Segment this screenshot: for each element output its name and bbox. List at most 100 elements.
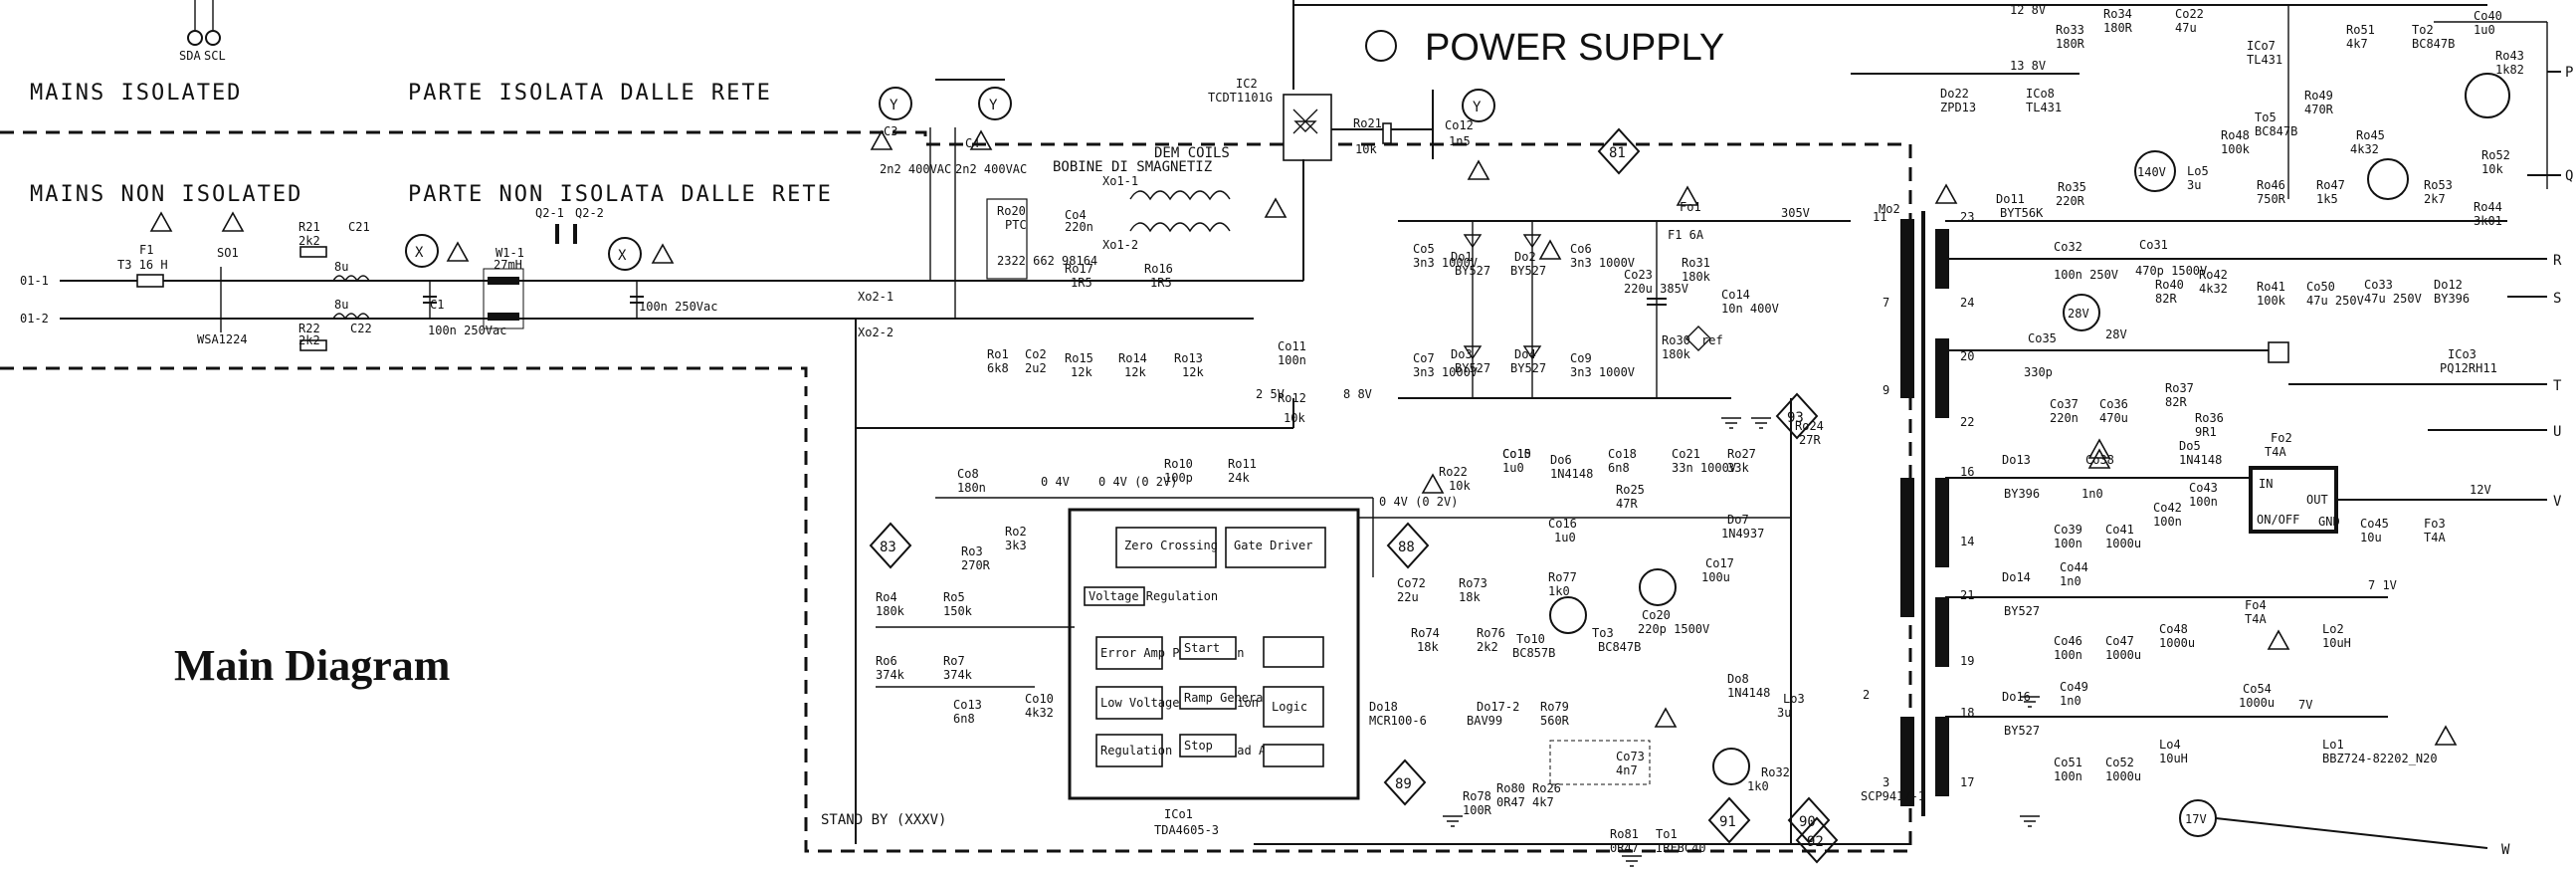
ref-xo1-2: Xo1-2: [1102, 238, 1138, 252]
label-mains-isolated: MAINS ISOLATED: [30, 81, 242, 106]
node-91: 91: [1719, 814, 1736, 830]
ref-ico7: Ro49: [2304, 89, 2333, 103]
label-bobine: BOBINE DI SMAGNETIZ: [1053, 159, 1212, 175]
ref-c1: C1: [430, 298, 444, 312]
ref-c21: C21: [348, 220, 370, 234]
val-co44: 100n: [2054, 648, 2082, 662]
ref-co46: Co47: [2105, 634, 2134, 648]
val-co39: 1000u: [2105, 537, 2141, 550]
label-parte-isolata: PARTE ISOLATA DALLE RETE: [408, 81, 772, 106]
val-ro15: 12k: [1071, 365, 1092, 379]
reg-pin-out: OUT: [2306, 493, 2328, 507]
val-ro77: BC847B: [1598, 640, 1641, 654]
ref-co20: Co17: [1705, 556, 1734, 570]
ref-co13: Co13: [953, 698, 982, 712]
tx-pin-11: 11: [1873, 210, 1886, 224]
ref-ro52: Ro44: [2474, 200, 2502, 214]
volt-305v: 305V: [1781, 206, 1810, 220]
ref-ro44: Lo5: [2187, 164, 2209, 178]
tx-pin-24: 24: [1960, 296, 1974, 310]
ref-co43: Co45: [2360, 517, 2389, 531]
val-ro44: 3u: [2187, 178, 2201, 192]
ref-ro43: ICo7: [2247, 39, 2276, 53]
ref-ro21: Ro21: [1353, 116, 1382, 130]
ref-ro74: Ro76: [1477, 626, 1505, 640]
val-ro78: 0R47: [1496, 795, 1525, 809]
ref-so1: SO1: [217, 246, 239, 260]
val-co22: ZPD13: [1940, 101, 1976, 114]
ref-co11: Co11: [1278, 339, 1306, 353]
ref-ro25: Ro25: [1616, 483, 1645, 497]
val-ro22: 1u0: [1554, 531, 1576, 544]
volt-0-4v-0-2v: 0 4V (0 2V): [1379, 495, 1458, 509]
ref-co37: Co36: [2099, 397, 2128, 411]
val-co9: 3n3 1000V: [1570, 365, 1635, 379]
marker-circles: X X Y Y Y 140V 28V 17V: [405, 87, 2217, 837]
ground-symbols: [1443, 417, 2040, 867]
ref-co38: Co39: [2054, 523, 2082, 537]
ref-ro41: Co50: [2306, 280, 2335, 294]
val-co43: 10u: [2360, 531, 2382, 544]
val-do6: 1N4148: [1550, 467, 1593, 481]
ref-do8: Lo3: [1783, 692, 1805, 706]
output-w: W: [2501, 842, 2510, 858]
val-ico8: 1u0: [2474, 23, 2495, 37]
warning-icon: [1421, 473, 1445, 494]
ref-ro12: Ro12: [1278, 391, 1306, 405]
val-ro2: 3k3: [1005, 539, 1027, 552]
val-co52: 10uH: [2159, 752, 2188, 765]
ref-do7: Do7: [1727, 513, 1749, 527]
val-co41: 100n: [2153, 515, 2182, 529]
val-co18: 6n8: [1608, 461, 1630, 475]
circle-x-2: X: [618, 248, 627, 264]
warning-icon: [1264, 197, 1288, 218]
val-fo4: BY527: [2004, 724, 2040, 738]
val-fo3: BY527: [2004, 604, 2040, 618]
ref-lo4: Co54: [2243, 682, 2272, 696]
ref-do13: Co38: [2085, 453, 2114, 467]
feedback-circuit: 12 8V 13 8V Ro33 180R Ro34 180R Co22 47u…: [1851, 3, 2548, 228]
val-ro23: 10k: [1449, 479, 1471, 493]
ref-co39: Co41: [2105, 523, 2134, 537]
ref-do4: Do4: [1514, 347, 1536, 361]
ref-ico8: Co40: [2474, 9, 2502, 23]
val-ro16: 1R5: [1150, 276, 1172, 290]
ic-block-gate-driver: Gate Driver: [1234, 539, 1312, 552]
val-ro45: 750R: [2257, 192, 2286, 206]
warning-icon: [149, 211, 173, 232]
val-l1: 8u: [334, 260, 348, 274]
ref-ro47: Ro53: [2424, 178, 2453, 192]
val-do17-2: 560R: [1540, 714, 1570, 728]
ref-ro35: Co31: [2139, 238, 2168, 252]
val-co21: 33n 1000V: [1672, 461, 1736, 475]
val-ro12: 10k: [1284, 411, 1305, 425]
val-l2: 8u: [334, 298, 348, 312]
val-ro33: 180R: [2103, 21, 2133, 35]
main-diagram-label: Main Diagram: [174, 641, 450, 690]
ref-ro45: Ro46: [2257, 178, 2285, 192]
warning-icons: [149, 129, 2458, 746]
val-ro43: TL431: [2247, 53, 2282, 67]
warning-icon: [221, 211, 245, 232]
val-lo2: T4A: [2245, 612, 2267, 626]
ref-do6: Do6: [1550, 453, 1572, 467]
val-ro14: 12k: [1124, 365, 1146, 379]
val-do22: TL431: [2026, 101, 2062, 114]
circle-140v: 140V: [2137, 165, 2166, 179]
28v-output: 28V Co35 330p Co37 220n Co36 470u Ro37 8…: [1945, 327, 2527, 467]
warning-icon: [651, 243, 675, 264]
ref-fo4: Do16: [2002, 690, 2031, 704]
val-co38: 100n: [2054, 537, 2082, 550]
net-xo2-1: Xo2-1: [858, 290, 893, 304]
warning-icon: [969, 129, 993, 150]
ref-co47: Co48: [2159, 622, 2188, 636]
val-ico7: 470R: [2304, 103, 2334, 116]
ref-ro40: Ro42: [2199, 268, 2228, 282]
circle-y-2: Y: [989, 98, 998, 113]
ref-ro32: Ro33: [2056, 23, 2084, 37]
warning-icon: [2087, 448, 2111, 469]
val-c3: 2n2 400VAC: [880, 162, 951, 176]
val-ro1: 6k8: [987, 361, 1009, 375]
val-ro40: 4k32: [2199, 282, 2228, 296]
